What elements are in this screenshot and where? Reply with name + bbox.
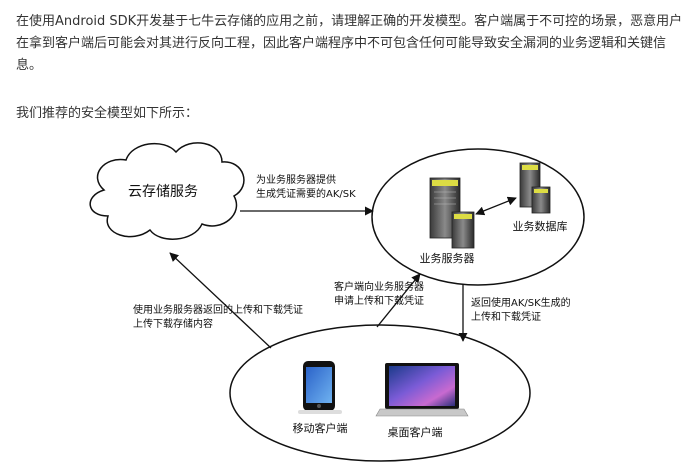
server-icon [429, 177, 475, 249]
server-db-link [475, 196, 517, 216]
edge-server-to-client-line2: 上传和下载凭证 [471, 310, 541, 323]
edge-client-to-server-line2: 申请上传和下载凭证 [334, 294, 424, 307]
edge-client-to-server-line1: 客户端向业务服务器 [334, 280, 424, 293]
laptop-icon [375, 363, 469, 417]
edge-client-to-cloud: 使用业务服务器返回的上传和下载凭证 上传下载存储内容 [133, 252, 303, 349]
clients-ellipse [229, 324, 531, 462]
cloud-storage-node: 云存储服务 [89, 142, 245, 240]
intro-paragraph: 在使用Android SDK开发基于七牛云存储的应用之前，请理解正确的开发模型。… [16, 14, 683, 73]
recommend-text: 我们推荐的安全模型如下所示： [16, 106, 199, 121]
cloud-label: 云存储服务 [128, 184, 198, 200]
edge-server-to-cloud: 为业务服务器提供 生成凭证需要的AK/SK [240, 173, 374, 216]
edge-server-to-client: 返回使用AK/SK生成的 上传和下载凭证 [458, 284, 571, 342]
edge-client-to-cloud-line1: 使用业务服务器返回的上传和下载凭证 [133, 303, 303, 316]
server-ellipse [371, 148, 585, 286]
database-icon [519, 162, 551, 214]
server-label: 业务服务器 [420, 252, 475, 265]
edge-server-to-cloud-line2: 生成凭证需要的AK/SK [256, 187, 356, 200]
mobile-phone-icon [298, 361, 342, 414]
edge-client-to-server: 客户端向业务服务器 申请上传和下载凭证 [334, 273, 424, 328]
edge-client-to-cloud-line2: 上传下载存储内容 [133, 317, 213, 330]
mobile-label: 移动客户端 [293, 421, 348, 435]
cloud-shape [89, 142, 245, 240]
edge-server-to-cloud-line1: 为业务服务器提供 [256, 173, 336, 186]
database-label: 业务数据库 [513, 219, 568, 233]
business-server-node: 业务服务器 业务数据库 [371, 148, 585, 286]
clients-node: 移动客户端 桌面客户端 [229, 324, 531, 462]
edge-server-to-client-line1: 返回使用AK/SK生成的 [471, 296, 571, 309]
desktop-label: 桌面客户端 [388, 425, 443, 439]
